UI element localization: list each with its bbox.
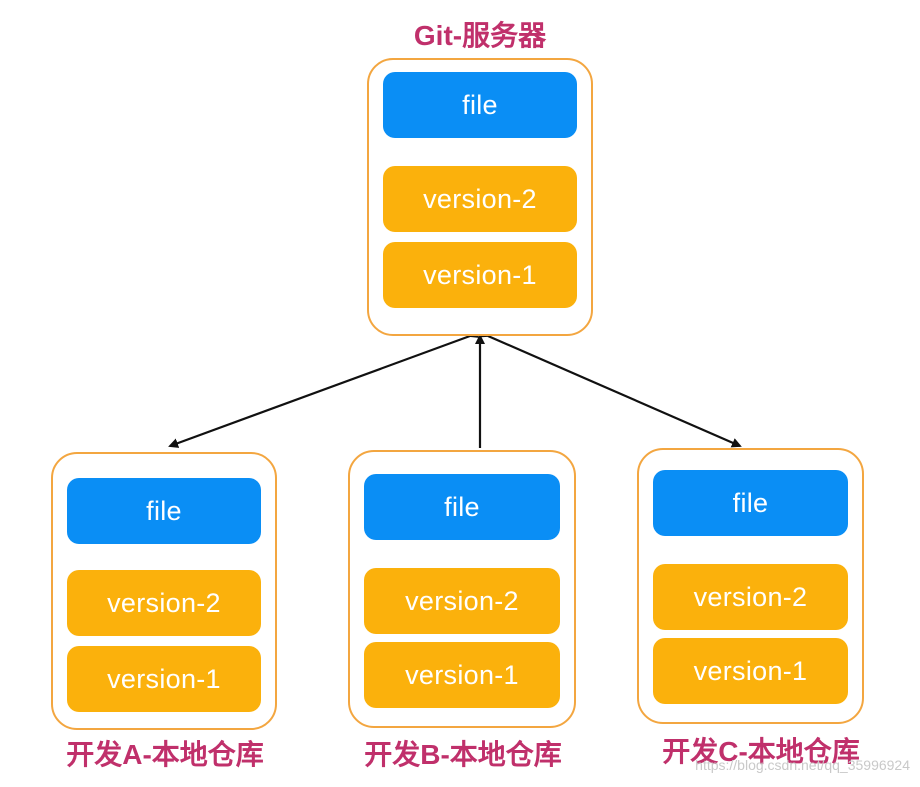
- server-version-2-label: version-2: [423, 183, 537, 214]
- client-c-version-1-box: version-1: [653, 638, 848, 704]
- client-a-file-box: file: [67, 478, 261, 544]
- server-repo: file version-2 version-1: [367, 58, 593, 336]
- server-version-1-box: version-1: [383, 242, 577, 308]
- client-b-file-box: file: [364, 474, 560, 540]
- client-a-file-label: file: [146, 495, 182, 526]
- client-a-title: 开发A-本地仓库: [66, 739, 264, 770]
- server-file-label: file: [462, 89, 498, 120]
- client-b-repo: file version-2 version-1: [348, 450, 576, 728]
- client-b-version-1-label: version-1: [405, 659, 519, 690]
- client-b-title: 开发B-本地仓库: [364, 739, 562, 770]
- client-b-version-1-box: version-1: [364, 642, 560, 708]
- client-a-version-1-box: version-1: [67, 646, 261, 712]
- client-c-file-box: file: [653, 470, 848, 536]
- server-title: Git-服务器: [413, 20, 547, 51]
- arrow-server-client-a: [168, 328, 480, 448]
- client-b-version-2-box: version-2: [364, 568, 560, 634]
- client-c-version-1-label: version-1: [693, 655, 808, 686]
- client-b-version-2-label: version-2: [405, 585, 519, 616]
- client-c-version-2-label: version-2: [693, 581, 808, 612]
- client-c-repo: file version-2 version-1: [637, 448, 864, 724]
- client-a-version-2-box: version-2: [67, 570, 261, 636]
- client-a-version-1-label: version-1: [107, 663, 221, 694]
- client-b-file-label: file: [444, 491, 480, 522]
- server-file-box: file: [383, 72, 577, 138]
- client-a-repo: file version-2 version-1: [51, 452, 277, 730]
- client-a-version-2-label: version-2: [107, 587, 221, 618]
- server-version-1-label: version-1: [423, 259, 537, 290]
- watermark-text: https://blog.csdn.net/qq_35996924: [695, 757, 910, 773]
- client-c-version-2-box: version-2: [653, 564, 848, 630]
- client-c-file-label: file: [732, 487, 769, 518]
- server-version-2-box: version-2: [383, 166, 577, 232]
- arrow-server-client-c: [478, 328, 742, 448]
- client-c-title: 开发C-本地仓库: [662, 736, 860, 767]
